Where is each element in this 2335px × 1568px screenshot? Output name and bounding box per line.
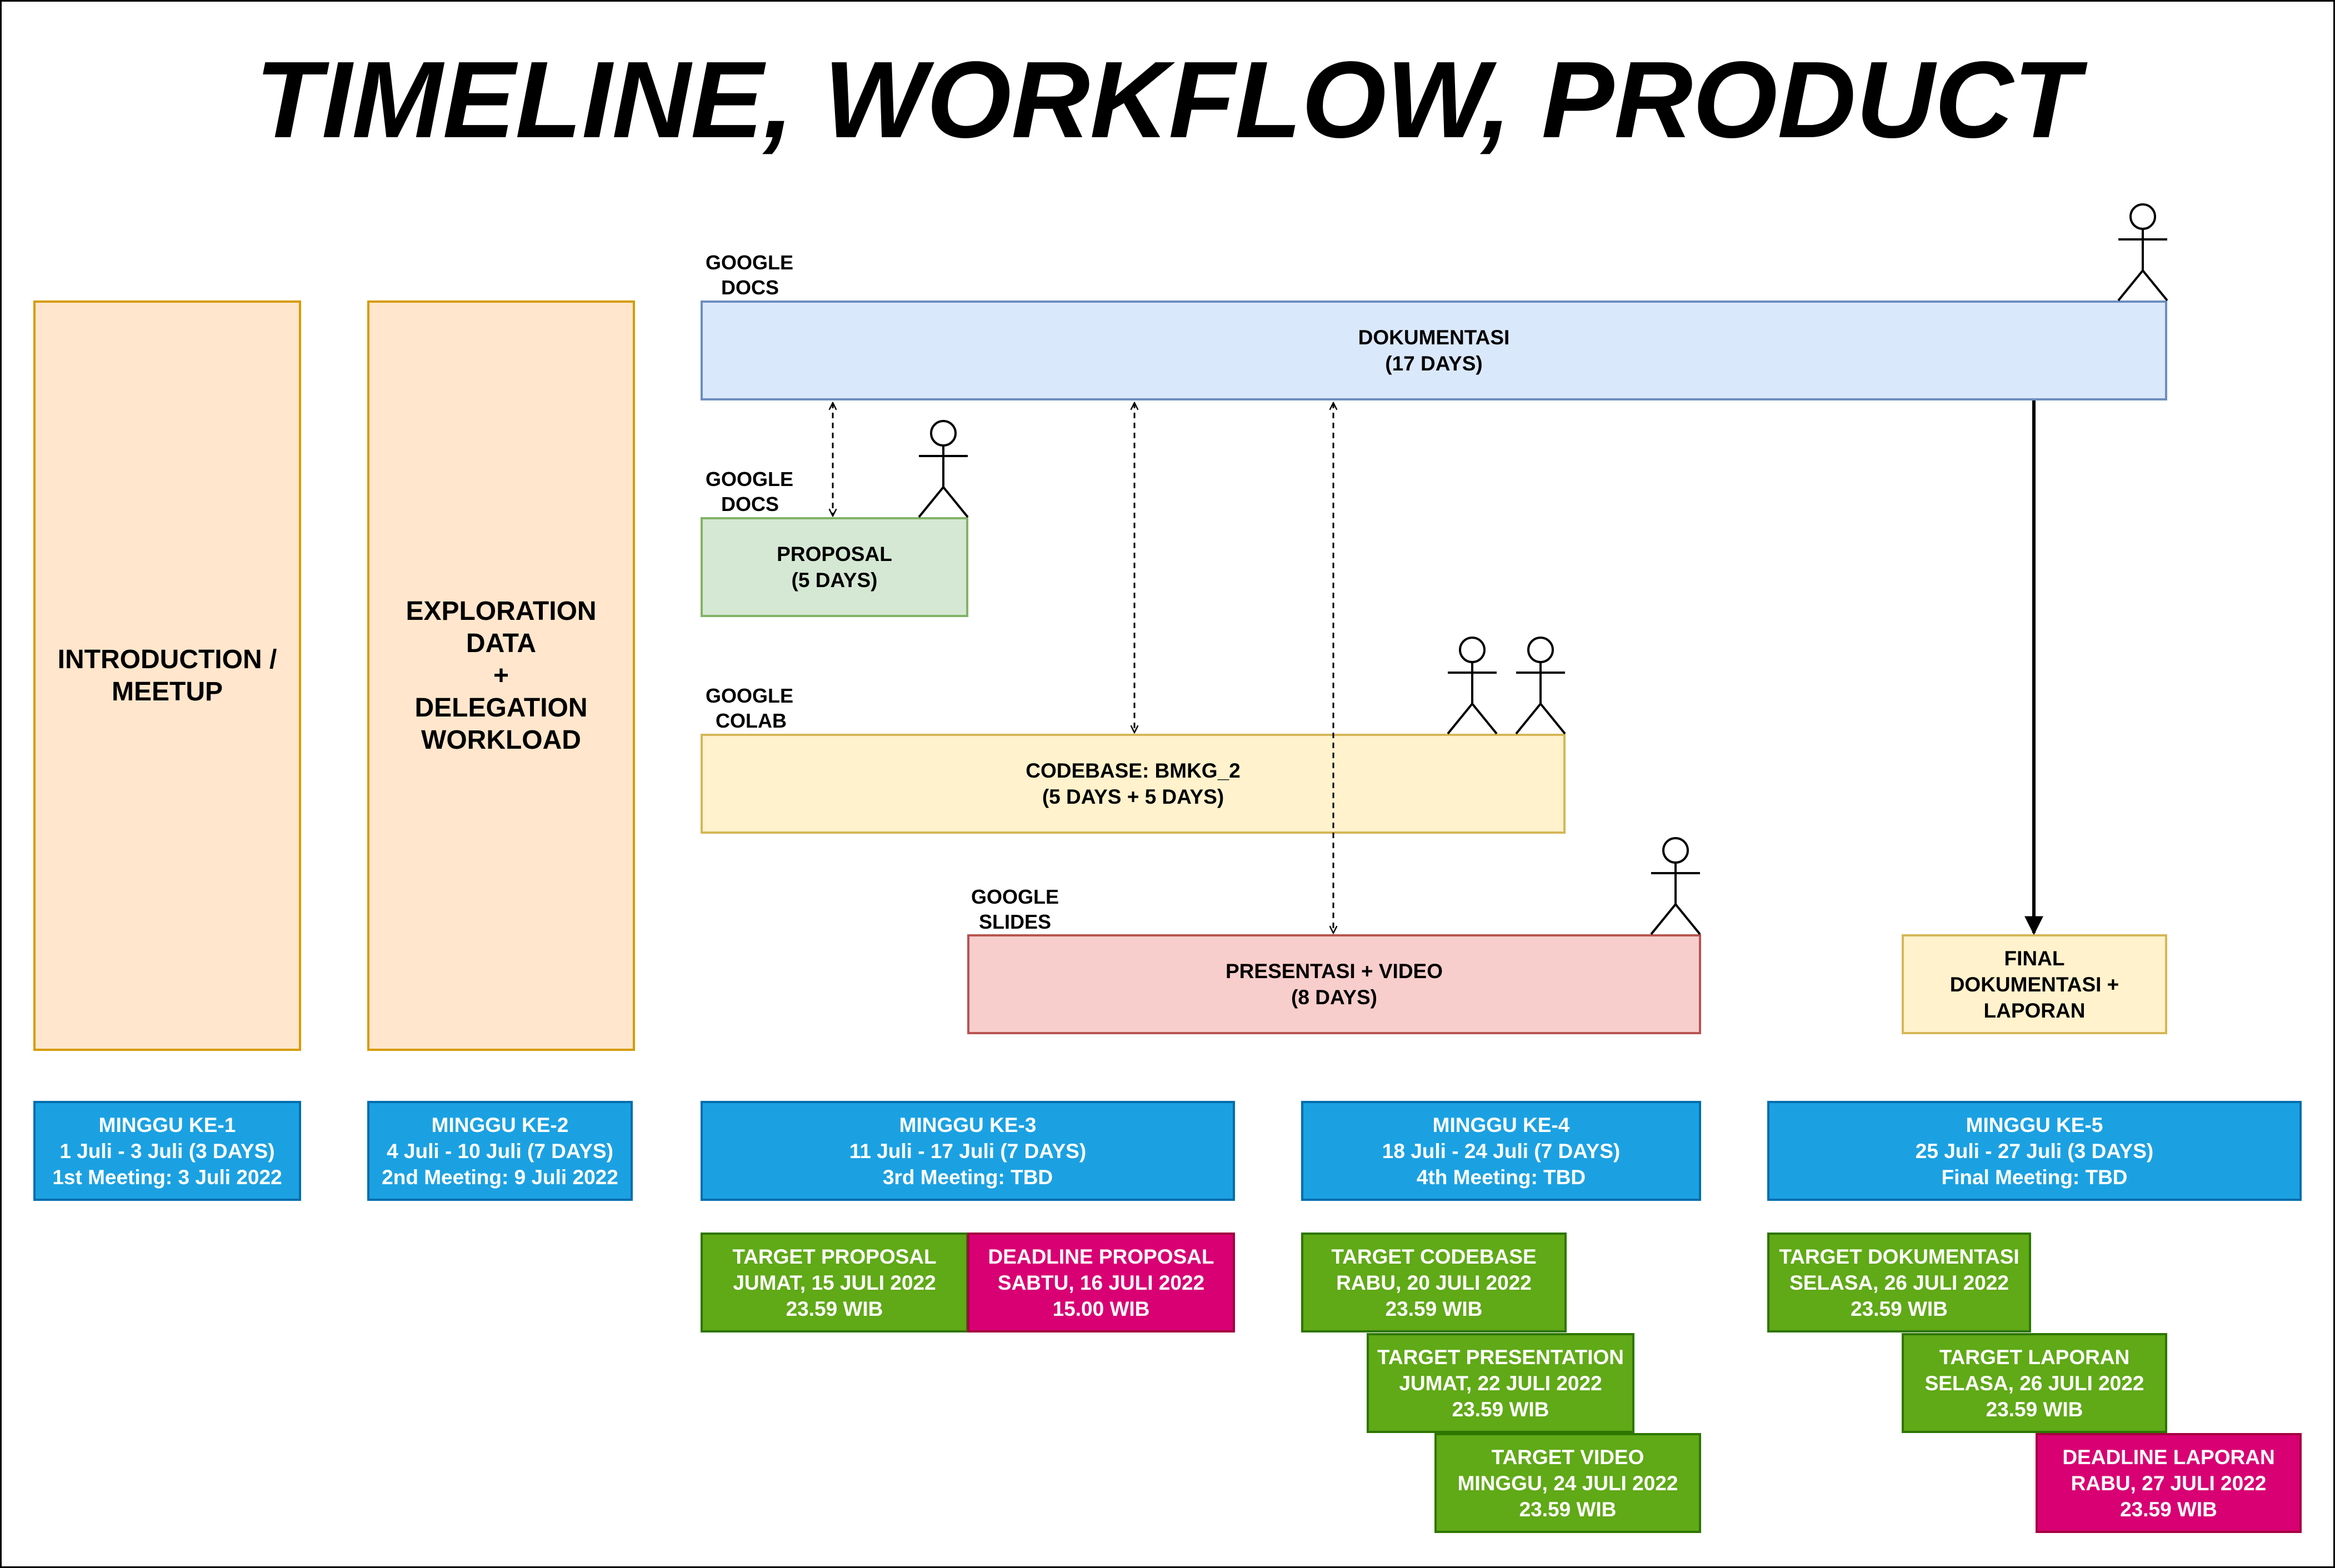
task-proposal-line-2: (5 DAYS) [791,569,878,592]
milestone-target-laporan-title: TARGET LAPORAN [1939,1345,2130,1369]
stick-figure-icon-presentasi [1650,837,1701,935]
stick-figure-icon-dokumentasi [2117,203,2168,302]
phase-exploration: EXPLORATION DATA + DELEGATION WORKLOAD [367,300,635,1051]
milestone-target-video-title: TARGET VIDEO [1491,1445,1644,1469]
week-4-title: MINGGU KE-4 [1432,1113,1570,1136]
milestone-target-laporan: TARGET LAPORAN SELASA, 26 JULI 2022 23.5… [1902,1333,2167,1433]
stick-figure-icon-codebase-1 [1447,637,1498,735]
week-5: MINGGU KE-5 25 Juli - 27 Juli (3 DAYS) F… [1767,1101,2302,1201]
week-5-title: MINGGU KE-5 [1966,1113,2103,1136]
task-presentasi-line-2: (8 DAYS) [1291,986,1377,1009]
phase-introduction-line-1: INTRODUCTION / [57,644,277,674]
page-title: TIMELINE, WORKFLOW, PRODUCT [255,39,2080,161]
task-proposal: PROPOSAL (5 DAYS) [701,517,968,617]
week-4-dates: 18 Juli - 24 Juli (7 DAYS) [1382,1139,1621,1163]
week-1-meeting: 1st Meeting: 3 Juli 2022 [52,1165,282,1189]
milestone-target-codebase-time: 23.59 WIB [1385,1297,1483,1320]
task-final-line-1: FINAL [2004,946,2065,970]
week-2: MINGGU KE-2 4 Juli - 10 Juli (7 DAYS) 2n… [367,1101,633,1201]
week-4: MINGGU KE-4 18 Juli - 24 Juli (7 DAYS) 4… [1301,1101,1701,1201]
stick-figure-icon-codebase-2 [1515,637,1566,735]
task-codebase-line-1: CODEBASE: BMKG_2 [1026,759,1241,782]
week-1-dates: 1 Juli - 3 Juli (3 DAYS) [59,1139,275,1163]
milestone-deadline-laporan-date: RABU, 27 JULI 2022 [2071,1471,2267,1495]
week-2-meeting: 2nd Meeting: 9 Juli 2022 [382,1165,618,1189]
phase-exploration-line-4: DELEGATION [414,693,588,723]
milestone-target-video: TARGET VIDEO MINGGU, 24 JULI 2022 23.59 … [1434,1433,1701,1533]
week-5-dates: 25 Juli - 27 Juli (3 DAYS) [1915,1139,2154,1163]
milestone-target-presentation: TARGET PRESENTATION JUMAT, 22 JULI 2022 … [1367,1333,1634,1433]
phase-exploration-line-3: + [493,660,509,690]
phase-exploration-line-1: EXPLORATION [406,596,597,626]
task-presentasi-line-1: PRESENTASI + VIDEO [1226,960,1443,983]
week-4-meeting: 4th Meeting: TBD [1416,1165,1586,1189]
milestone-target-video-date: MINGGU, 24 JULI 2022 [1457,1471,1678,1495]
task-codebase: CODEBASE: BMKG_2 (5 DAYS + 5 DAYS) [701,734,1566,834]
tool-label-codebase: GOOGLE COLAB [706,683,793,733]
week-5-meeting: Final Meeting: TBD [1941,1165,2128,1189]
milestone-target-proposal-time: 23.59 WIB [786,1297,883,1320]
task-dokumentasi: DOKUMENTASI (17 DAYS) [701,300,2167,400]
tool-label-codebase-line-1: GOOGLE [706,684,794,707]
milestone-target-laporan-date: SELASA, 26 JULI 2022 [1924,1371,2144,1395]
stick-figure-icon-proposal [918,420,969,518]
phase-exploration-line-2: DATA [466,628,537,658]
tool-label-proposal-line-1: GOOGLE [706,468,794,490]
milestone-target-dokumentasi-date: SELASA, 26 JULI 2022 [1789,1271,2009,1294]
task-codebase-line-2: (5 DAYS + 5 DAYS) [1042,785,1224,808]
tool-label-proposal: GOOGLE DOCS [706,467,793,517]
tool-label-presentasi-line-2: SLIDES [979,910,1052,933]
phase-exploration-line-5: WORKLOAD [421,725,581,755]
milestone-target-proposal-date: JUMAT, 15 JULI 2022 [733,1271,936,1294]
milestone-target-proposal: TARGET PROPOSAL JUMAT, 15 JULI 2022 23.5… [701,1233,968,1332]
week-2-dates: 4 Juli - 10 Juli (7 DAYS) [387,1139,613,1163]
tool-label-dokumentasi-line-2: DOCS [721,276,779,299]
milestone-target-proposal-title: TARGET PROPOSAL [732,1245,937,1268]
tool-label-proposal-line-2: DOCS [721,493,779,515]
milestone-target-codebase-title: TARGET CODEBASE [1331,1245,1537,1268]
week-3-meeting: 3rd Meeting: TBD [882,1165,1053,1189]
week-2-title: MINGGU KE-2 [431,1113,569,1136]
week-1: MINGGU KE-1 1 Juli - 3 Juli (3 DAYS) 1st… [33,1101,301,1201]
task-final: FINAL DOKUMENTASI + LAPORAN [1902,934,2167,1034]
milestone-deadline-laporan: DEADLINE LAPORAN RABU, 27 JULI 2022 23.5… [2036,1433,2302,1533]
milestone-target-presentation-title: TARGET PRESENTATION [1377,1345,1624,1369]
week-3: MINGGU KE-3 11 Juli - 17 Juli (7 DAYS) 3… [701,1101,1235,1201]
task-proposal-line-1: PROPOSAL [777,543,892,565]
tool-label-dokumentasi: GOOGLE DOCS [706,250,793,300]
tool-label-presentasi-line-1: GOOGLE [971,885,1059,908]
milestone-target-codebase-date: RABU, 20 JULI 2022 [1336,1271,1532,1294]
task-final-line-2: DOKUMENTASI + [1949,973,2119,996]
milestone-target-presentation-date: JUMAT, 22 JULI 2022 [1399,1371,1602,1395]
task-final-line-3: LAPORAN [1983,999,2086,1022]
milestone-deadline-proposal: DEADLINE PROPOSAL SABTU, 16 JULI 2022 15… [967,1233,1235,1332]
milestone-target-dokumentasi-time: 23.59 WIB [1851,1297,1948,1320]
milestone-deadline-laporan-title: DEADLINE LAPORAN [2062,1445,2275,1469]
milestone-target-video-time: 23.59 WIB [1519,1497,1617,1521]
tool-label-codebase-line-2: COLAB [716,709,787,732]
tool-label-presentasi: GOOGLE SLIDES [971,884,1059,934]
milestone-deadline-proposal-date: SABTU, 16 JULI 2022 [997,1271,1205,1294]
phase-introduction-line-2: MEETUP [111,677,223,707]
task-dokumentasi-line-2: (17 DAYS) [1385,352,1483,375]
task-presentasi: PRESENTASI + VIDEO (8 DAYS) [967,934,1701,1034]
tool-label-dokumentasi-line-1: GOOGLE [706,251,794,274]
milestone-deadline-laporan-time: 23.59 WIB [2120,1497,2217,1521]
week-3-dates: 11 Juli - 17 Juli (7 DAYS) [849,1139,1087,1163]
milestone-target-dokumentasi: TARGET DOKUMENTASI SELASA, 26 JULI 2022 … [1767,1233,2031,1332]
phase-introduction: INTRODUCTION / MEETUP [33,300,301,1051]
milestone-target-dokumentasi-title: TARGET DOKUMENTASI [1779,1245,2019,1268]
week-3-title: MINGGU KE-3 [899,1113,1037,1136]
milestone-target-laporan-time: 23.59 WIB [1986,1397,2083,1421]
milestone-deadline-proposal-time: 15.00 WIB [1052,1297,1150,1320]
task-dokumentasi-line-1: DOKUMENTASI [1358,326,1510,349]
week-1-title: MINGGU KE-1 [98,1113,236,1136]
milestone-target-codebase: TARGET CODEBASE RABU, 20 JULI 2022 23.59… [1301,1233,1567,1332]
milestone-deadline-proposal-title: DEADLINE PROPOSAL [988,1245,1214,1268]
milestone-target-presentation-time: 23.59 WIB [1452,1397,1549,1421]
